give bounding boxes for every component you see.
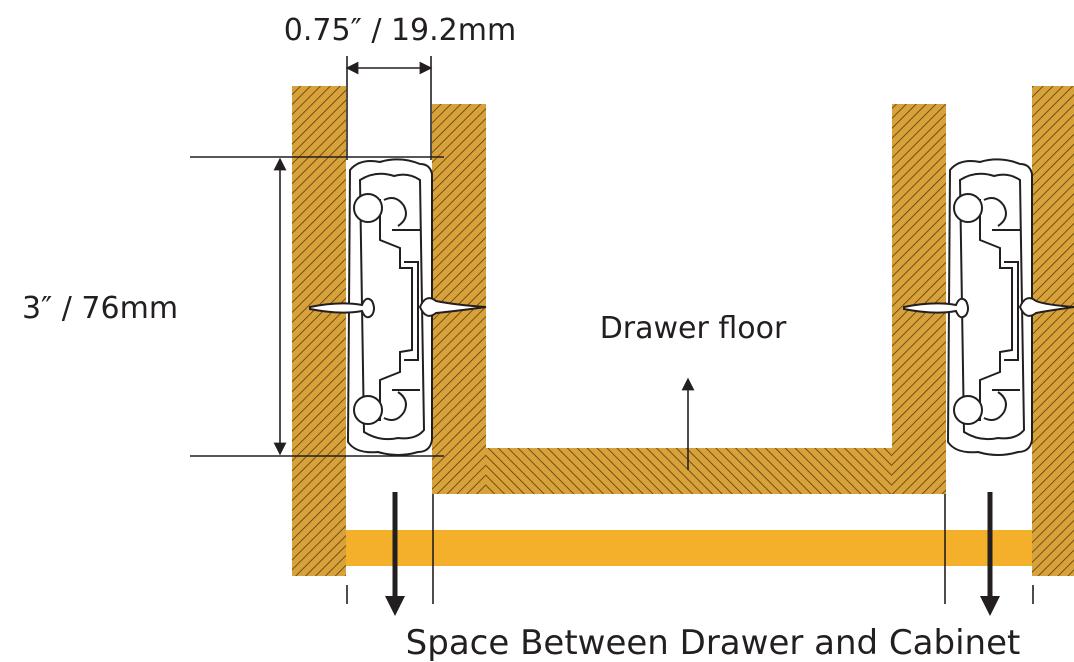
cabinet-base-bar [345, 530, 1035, 566]
left-cabinet-wall [292, 86, 346, 576]
width-dimension-label: 0.75″ / 19.2mm [284, 13, 516, 48]
left-drawer-wall [432, 104, 486, 494]
left-gap-arrow [385, 492, 405, 616]
right-cabinet-wall [1032, 86, 1074, 576]
gap-guide-lines [346, 494, 1034, 604]
left-drawer-slide [309, 158, 487, 456]
drawer-floor [486, 448, 892, 494]
drawer-floor-label: Drawer floor [600, 311, 787, 346]
height-dimension-label: 3″ / 76mm [22, 291, 178, 326]
right-drawer-slide [903, 158, 1074, 456]
space-caption: Space Between Drawer and Cabinet [406, 623, 1021, 662]
height-dimension [190, 156, 444, 457]
width-dimension [345, 56, 433, 160]
right-drawer-wall [892, 104, 946, 494]
right-gap-arrow [980, 492, 1000, 616]
